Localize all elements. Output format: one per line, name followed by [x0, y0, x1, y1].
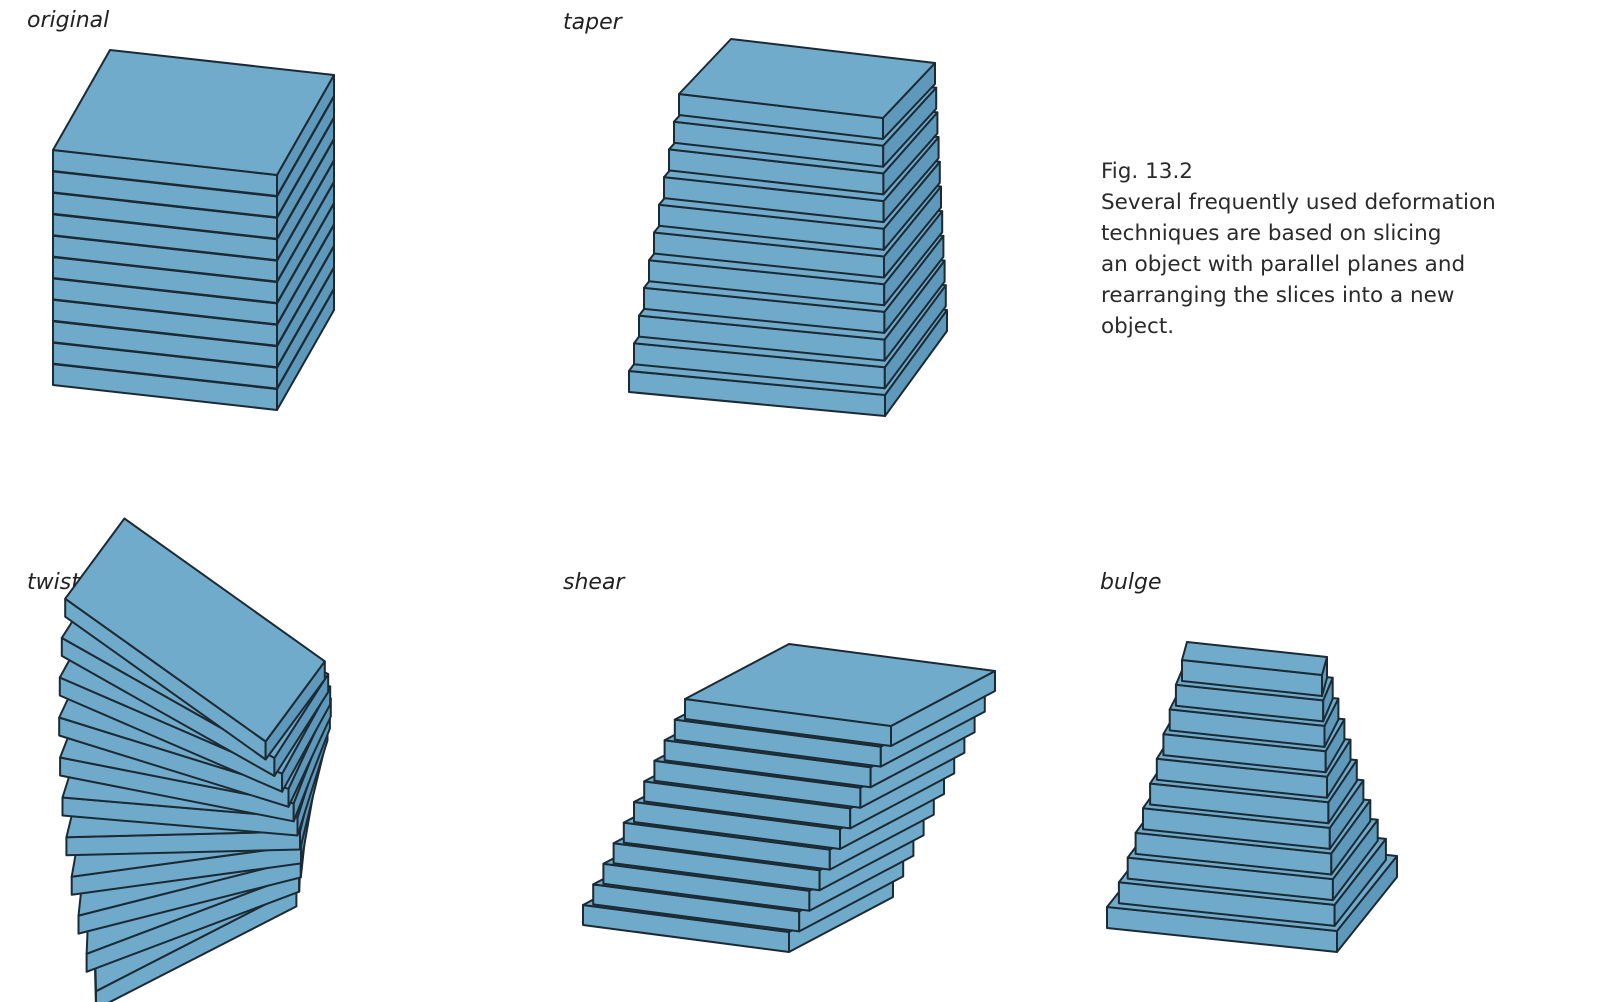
- caption-line-1: Several frequently used deformation: [1101, 190, 1496, 215]
- taper-stack: [628, 38, 948, 417]
- twist-stack: [58, 517, 332, 1002]
- label-taper: taper: [563, 10, 622, 35]
- caption-line-5: object.: [1101, 314, 1175, 339]
- bulge-stack: [1106, 641, 1398, 953]
- taper-stack-slice-11-top: [678, 38, 936, 119]
- shear-stack: [582, 643, 996, 953]
- caption-line-3: an object with parallel planes and: [1101, 252, 1466, 277]
- caption-line-2: techniques are based on slicing: [1101, 221, 1442, 246]
- original-stack: [52, 49, 335, 411]
- bulge-stack-slice-11-top: [1181, 641, 1328, 676]
- label-twist: twist: [27, 570, 80, 595]
- shear-stack-slice-11-top: [684, 643, 996, 727]
- label-bulge: bulge: [1100, 570, 1162, 595]
- figure-caption: Fig. 13.2 Several frequently used deform…: [1101, 156, 1571, 342]
- label-shear: shear: [563, 570, 625, 595]
- caption-line-4: rearranging the slices into a new: [1101, 283, 1455, 308]
- figure-number: Fig. 13.2: [1101, 159, 1193, 184]
- original-stack-slice-11-top: [52, 49, 335, 176]
- label-original: original: [27, 8, 110, 33]
- twist-stack-slice-11-top: [64, 517, 326, 743]
